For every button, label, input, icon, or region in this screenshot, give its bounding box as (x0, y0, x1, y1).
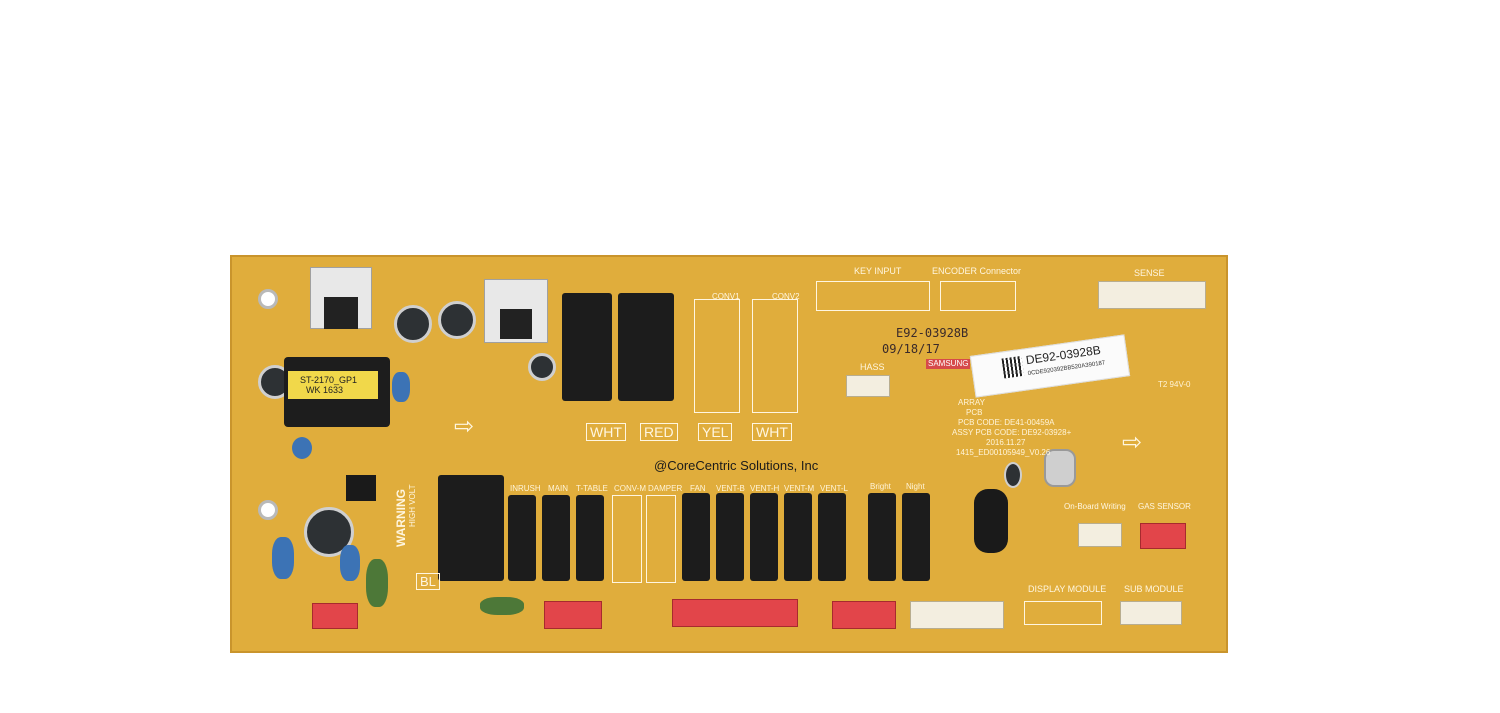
power-connector (910, 601, 1004, 629)
sub-module-label: SUB MODULE (1124, 584, 1184, 594)
hass-label: HASS (860, 362, 885, 372)
mounting-lug-bottom (258, 500, 278, 520)
relay-label-vent-b: VENT-B (716, 484, 745, 493)
red-connector-1 (312, 603, 358, 629)
conv1-outline (694, 299, 740, 413)
red-connector-3 (672, 599, 798, 627)
relay-label-fan: FAN (690, 484, 706, 493)
key-input-label: KEY INPUT (854, 266, 902, 276)
relay-vent-h (750, 493, 778, 581)
gas-sensor-label: GAS SENSOR (1138, 502, 1191, 511)
pcb-info-4: ASSY PCB CODE: DE92-03928+ (952, 428, 1072, 437)
crystal (1044, 449, 1076, 487)
display-module-header (1024, 601, 1102, 625)
sense-connector (1098, 281, 1206, 309)
watermark: @CoreCentric Solutions, Inc (654, 458, 819, 473)
onboard-connector (1078, 523, 1122, 547)
ul-mark: T2 94V-0 (1158, 380, 1191, 389)
capacitor-1 (394, 305, 432, 343)
relay-label-t-table: T-TABLE (576, 484, 608, 493)
stamp-code: E92-03928B (896, 326, 969, 340)
relay-label-bright: Bright (870, 482, 891, 491)
regulator-right (500, 309, 532, 339)
circuit-board: ST-2170_GP1 WK 1633 WARNING HIGH VOLT CO… (230, 255, 1228, 653)
transformer-text-2: WK 1633 (306, 385, 344, 395)
gas-sensor-connector (1140, 523, 1186, 549)
relay-label-inrush: INRUSH (510, 484, 541, 493)
capacitor-2 (438, 301, 476, 339)
relay-slot-damper (646, 495, 676, 583)
relay-vent-l (818, 493, 846, 581)
green-cap-1 (366, 559, 388, 607)
wire-label-yel: YEL (698, 423, 733, 441)
wire-label-wht-1: WHT (586, 423, 626, 441)
ic-chip (346, 475, 376, 501)
relay-main (542, 495, 570, 581)
relay-large-2 (618, 293, 674, 401)
relay-bright (868, 493, 896, 581)
sense-label: SENSE (1134, 268, 1165, 278)
wire-label-wht-2: WHT (752, 423, 792, 441)
warning-subtext: HIGH VOLT (408, 484, 417, 527)
relay-label-vent-m: VENT-M (784, 484, 815, 493)
ferrite-core (974, 489, 1008, 553)
relay-vent-b (716, 493, 744, 581)
ceramic-cap-2 (292, 437, 312, 459)
display-module-label: DISPLAY MODULE (1028, 584, 1107, 594)
transformer-text-1: ST-2170_GP1 (300, 375, 358, 385)
relay-large-3 (438, 475, 504, 581)
ceramic-cap-1 (392, 372, 410, 402)
wire-label-red: RED (640, 423, 678, 441)
qr-code (1001, 355, 1025, 379)
pcb-info-2: PCB (966, 408, 983, 417)
relay-label-conv-m: CONV-M (614, 484, 646, 493)
relay-slot-conv-m (612, 495, 642, 583)
small-cap-right (1004, 462, 1022, 488)
relay-vent-m (784, 493, 812, 581)
relay-label-vent-l: VENT-L (820, 484, 849, 493)
warning-text: WARNING (394, 489, 408, 547)
pcb-info-3: PCB CODE: DE41-00459A (958, 418, 1055, 427)
relay-night (902, 493, 930, 581)
capacitor-3 (528, 353, 556, 381)
pcb-info-1: ARRAY (958, 398, 985, 407)
encoder-label: ENCODER Connector (932, 266, 1022, 276)
hass-connector (846, 375, 890, 397)
key-input-header (816, 281, 930, 311)
regulator-left (324, 297, 358, 329)
ceramic-cap-4 (340, 545, 360, 581)
relay-t-table (576, 495, 604, 581)
conv2-label: CONV2 (772, 292, 800, 301)
warning-block: WARNING HIGH VOLT (382, 457, 417, 557)
relay-large-1 (562, 293, 612, 401)
sub-module-connector (1120, 601, 1182, 625)
conv1-label: CONV1 (712, 292, 740, 301)
bl-label: BL (416, 573, 440, 590)
relay-label-main: MAIN (548, 484, 568, 493)
green-cap-2 (480, 597, 524, 615)
relay-label-vent-h: VENT-H (750, 484, 780, 493)
relay-fan (682, 493, 710, 581)
arrow-icon-right: ⇨ (1122, 429, 1143, 456)
pcb-info-6: 1415_ED00105949_V0.26 (956, 448, 1051, 457)
conv2-outline (752, 299, 798, 413)
arrow-icon-left: ⇨ (454, 413, 475, 440)
pcb-info-5: 2016.11.27 (986, 438, 1026, 447)
red-connector-4 (832, 601, 896, 629)
relay-label-damper: DAMPER (648, 484, 683, 493)
samsung-mark: SAMSUNG (926, 359, 971, 369)
transformer-label (288, 371, 378, 399)
relay-label-night: Night (906, 482, 925, 491)
relay-inrush (508, 495, 536, 581)
ceramic-cap-3 (272, 537, 294, 579)
mounting-lug-top (258, 289, 278, 309)
red-connector-2 (544, 601, 602, 629)
encoder-header (940, 281, 1016, 311)
onboard-label: On-Board Writing (1064, 502, 1126, 511)
stamp-date: 09/18/17 (882, 342, 940, 356)
part-sticker: DE92-03928B 0CDE920392BB520A390187 (969, 334, 1131, 398)
